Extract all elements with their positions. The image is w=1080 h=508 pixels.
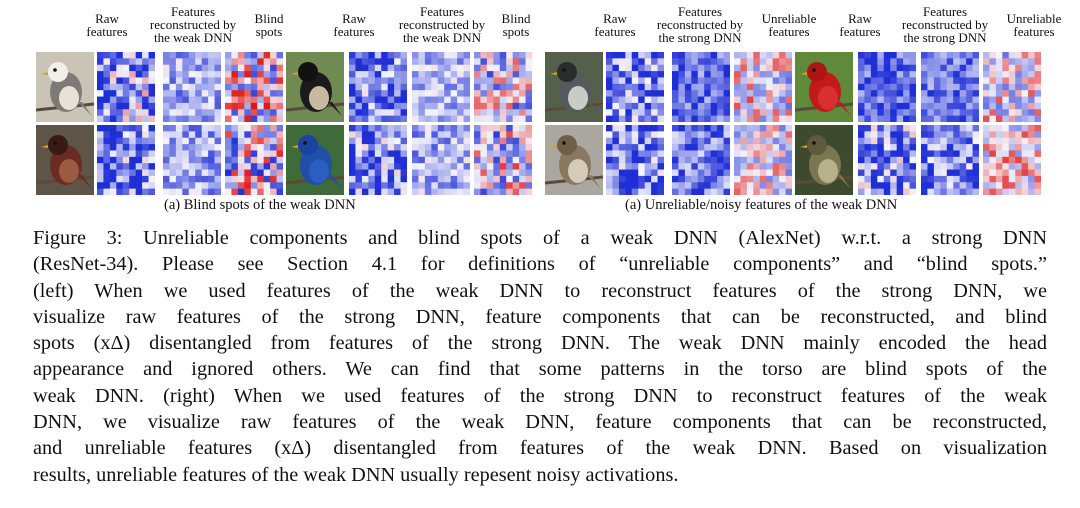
feature-heatmap [412, 52, 470, 122]
bird-photo [36, 125, 94, 195]
feature-heatmap [734, 52, 792, 122]
feature-heatmap [474, 52, 532, 122]
feature-heatmap [97, 52, 155, 122]
caption-line: (ResNet-34). Please see Section 4.1 for … [33, 253, 1047, 276]
caption-line: results, unreliable features of the weak… [33, 463, 679, 486]
bird-photo [795, 125, 853, 195]
feature-heatmap [225, 52, 283, 122]
col-header: Raw features [333, 11, 375, 39]
feature-heatmap [734, 125, 792, 195]
bird-photo [36, 52, 94, 122]
caption-line: DNN, we visualize raw features of the we… [33, 411, 1047, 434]
col-header: Features reconstructed by the weak DNN [149, 4, 237, 45]
caption-line: Figure 3: Unreliable components and blin… [33, 227, 1047, 249]
feature-heatmap [163, 125, 221, 195]
feature-heatmap [983, 52, 1041, 122]
feature-heatmap [921, 52, 979, 122]
feature-heatmap [858, 125, 916, 195]
col-header: Blind spots [254, 11, 284, 39]
caption-line: weak DNN. (right) When we used features … [33, 384, 1047, 407]
feature-heatmap [225, 125, 283, 195]
subcaption-left: (a) Blind spots of the weak DNN [164, 197, 356, 213]
feature-heatmap [163, 52, 221, 122]
feature-heatmap [983, 125, 1041, 195]
feature-heatmap [858, 52, 916, 122]
caption-line: and unreliable features (xΔ) disentangle… [33, 437, 1047, 460]
col-header: Features reconstructed by the strong DNN [656, 4, 744, 45]
feature-heatmap [672, 125, 730, 195]
feature-heatmap [672, 52, 730, 122]
caption-line: visualize raw features of the strong DNN… [33, 305, 1047, 328]
col-header: Raw features [594, 11, 636, 39]
caption-line: spots (xΔ) disentangled from features of… [33, 332, 1047, 355]
figure-caption: Figure 3: Unreliable components and blin… [33, 225, 1047, 488]
feature-heatmap [97, 125, 155, 195]
col-header: Features reconstructed by the strong DNN [901, 4, 989, 45]
bird-photo [545, 125, 603, 195]
col-header: Raw features [839, 11, 881, 39]
feature-heatmap [921, 125, 979, 195]
feature-heatmap [349, 52, 407, 122]
feature-heatmap [412, 125, 470, 195]
col-header: Unreliable features [1006, 11, 1062, 39]
col-header: Features reconstructed by the weak DNN [398, 4, 486, 45]
col-header: Raw features [86, 11, 128, 39]
subcaption-right: (a) Unreliable/noisy features of the wea… [625, 197, 898, 213]
col-header: Blind spots [501, 11, 531, 39]
col-header: Unreliable features [761, 11, 817, 39]
feature-heatmap [474, 125, 532, 195]
bird-photo [286, 52, 344, 122]
feature-heatmap [349, 125, 407, 195]
bird-photo [545, 52, 603, 122]
caption-line: (left) When we used features of the weak… [33, 279, 1047, 302]
bird-photo [286, 125, 344, 195]
bird-photo [795, 52, 853, 122]
caption-line: appearance and ignored others. We can fi… [33, 358, 1047, 381]
feature-heatmap [606, 125, 664, 195]
feature-heatmap [606, 52, 664, 122]
